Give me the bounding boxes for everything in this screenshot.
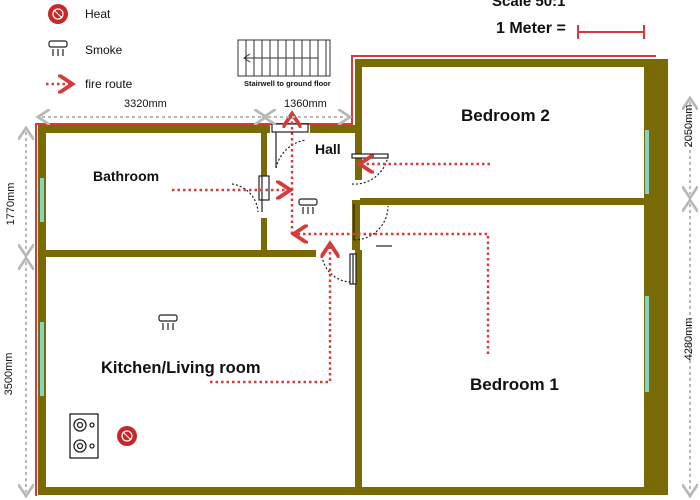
legend-smoke-label: Smoke <box>85 43 123 57</box>
legend-heat-label: Heat <box>85 7 111 21</box>
legend-fire-route-label: fire route <box>85 77 133 91</box>
dimension-lines <box>26 102 690 492</box>
dimension-top-left: 3320mm <box>124 98 167 110</box>
doors <box>231 123 392 285</box>
stairwell-icon <box>237 39 331 77</box>
room-label-bathroom: Bathroom <box>93 168 160 184</box>
room-label-bedroom-2: Bedroom 2 <box>461 106 550 125</box>
dimension-left-bottom: 3500mm <box>3 352 15 396</box>
dimension-top-mid: 1360mm <box>284 98 327 110</box>
scale-title: Scale 50:1 <box>492 0 566 10</box>
room-label-hall: Hall <box>315 141 341 157</box>
room-label-bedroom-1: Bedroom 1 <box>470 375 559 394</box>
smoke-detector-icon <box>298 198 318 214</box>
room-label-kitchen: Kitchen/Living room <box>101 359 261 377</box>
dimension-left-top: 1770mm <box>5 182 17 226</box>
dimension-right-bottom: 4280mm <box>683 317 695 361</box>
dimension-right-top: 2050mm <box>683 104 695 148</box>
heat-detector-icon <box>117 426 137 446</box>
heat-detector-icon <box>48 4 68 24</box>
windows <box>40 130 649 396</box>
stove-icon <box>69 413 99 459</box>
smoke-detector-icon <box>48 40 68 56</box>
scale-bar <box>577 25 645 39</box>
scale-meter-label: 1 Meter = <box>496 20 566 37</box>
stairwell-label: Stairwell to ground floor <box>244 79 331 88</box>
smoke-detector-icon <box>158 314 178 330</box>
fire-routes <box>46 84 490 384</box>
